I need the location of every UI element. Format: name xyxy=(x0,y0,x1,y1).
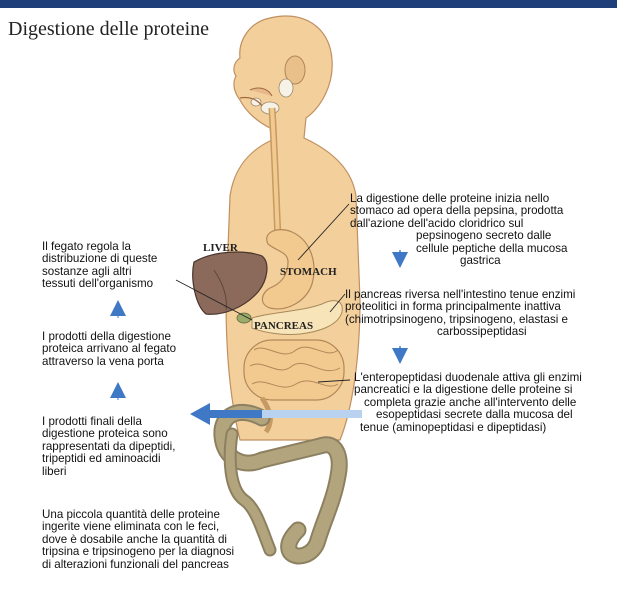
intestine-note-line: pancreatici e la digestione delle protei… xyxy=(354,384,582,396)
feces-note: Una piccola quantità delle proteine inge… xyxy=(42,509,234,571)
products-note-line: liberi xyxy=(42,466,175,478)
feces-note-line: ingerite viene eliminata con le feci, xyxy=(42,521,234,533)
pancreas-note-line: proteolitici in forma principalmente ina… xyxy=(345,301,575,313)
portal-note-line: attraverso la vena porta xyxy=(42,356,176,368)
intestine-note: L'enteropeptidasi duodenale attiva gli e… xyxy=(354,372,582,434)
stomach-note-line: cellule peptiche della mucosa xyxy=(350,243,567,255)
liver-note-line: tessuti dell'organismo xyxy=(42,278,157,290)
stomach-note-line: pepsinogeno secreto dalle xyxy=(350,230,567,242)
stomach-note: La digestione delle proteine inizia nell… xyxy=(350,193,567,267)
portal-note-line: proteica arrivano al fegato xyxy=(42,343,176,355)
portal-note: I prodotti della digestione proteica arr… xyxy=(42,331,176,368)
feces-note-line: tripsina e tripsinogeno per la diagnosi xyxy=(42,546,234,558)
products-note: I prodotti finali della digestione prote… xyxy=(42,416,175,478)
pancreas-note: Il pancreas riversa nell'intestino tenue… xyxy=(345,289,575,339)
products-note-line: tripeptidi ed aminoacidi xyxy=(42,453,175,465)
liver-note-line: distribuzione di queste xyxy=(42,253,157,265)
stomach-label: STOMACH xyxy=(280,266,337,278)
liver-note: Il fegato regola la distribuzione di que… xyxy=(42,241,157,291)
liver-label: LIVER xyxy=(203,242,238,254)
intestine-note-line: tenue (aminopeptidasi e dipeptidasi) xyxy=(354,422,582,434)
stomach-note-line: stomaco ad opera della pepsina, prodotta xyxy=(350,205,567,217)
feces-note-line: di alterazioni funzionali del pancreas xyxy=(42,559,234,571)
stomach-note-line: gastrica xyxy=(350,255,567,267)
intestine-note-line: esopeptidasi secrete dalla mucosa del xyxy=(354,409,582,421)
pancreas-note-line: carbossipeptidasi xyxy=(345,326,575,338)
pancreas-label: PANCREAS xyxy=(254,320,313,332)
products-note-line: digestione proteica sono xyxy=(42,428,175,440)
